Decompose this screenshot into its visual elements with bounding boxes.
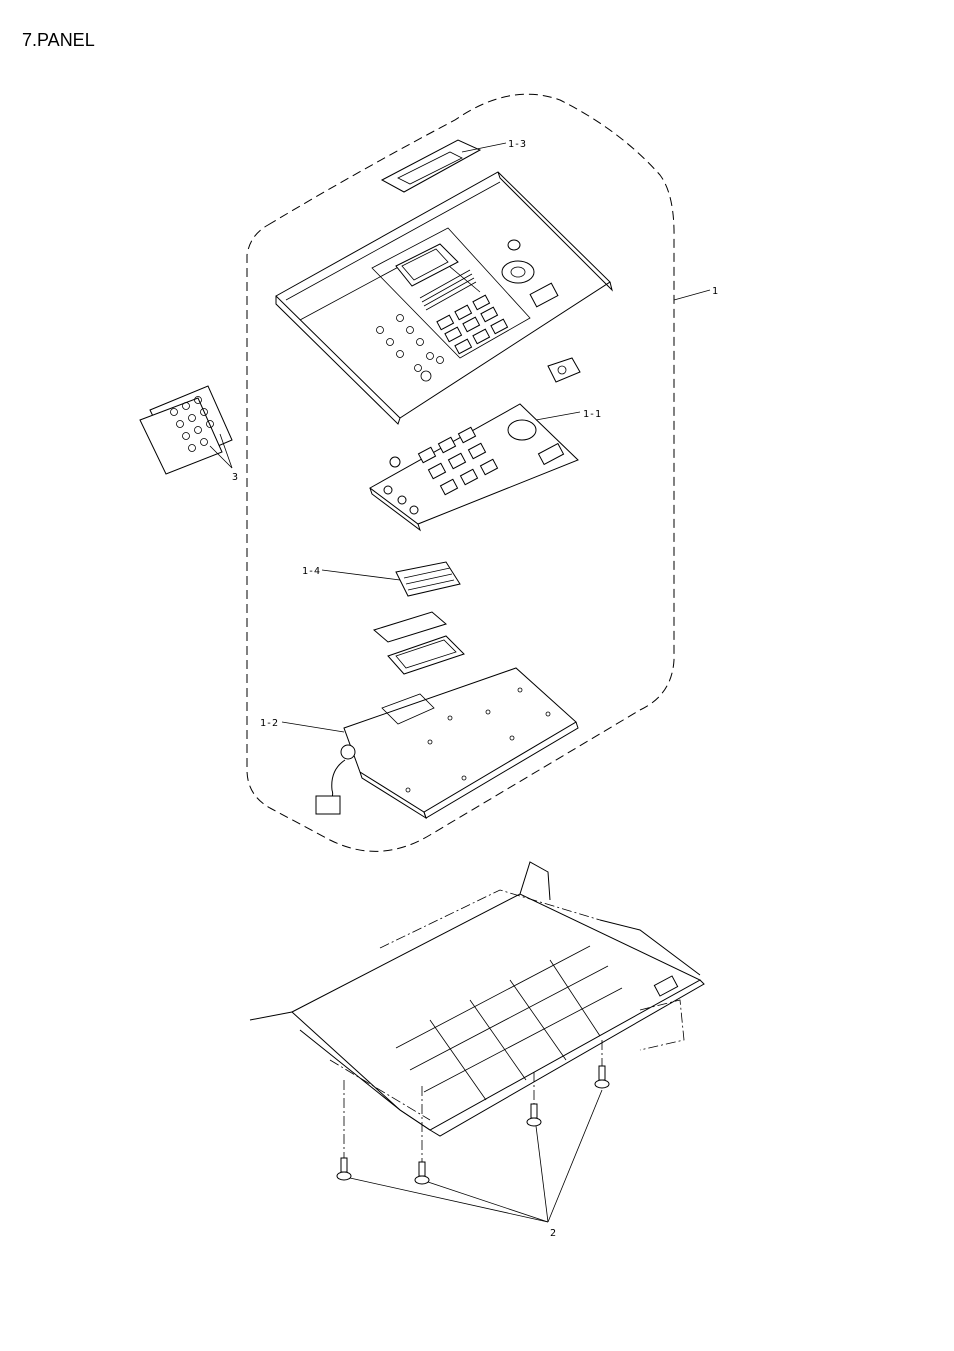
callout-1-2: 1-2 (260, 718, 278, 729)
callout-2: 2 (550, 1228, 556, 1239)
part-1-4-lcd (396, 562, 460, 596)
callout-1-1: 1-1 (583, 409, 601, 420)
screw (595, 1066, 609, 1088)
callout-1-3: 1-3 (508, 139, 526, 150)
part-1-2-pcb (316, 668, 578, 818)
screw (415, 1162, 429, 1184)
callout-1-4: 1-4 (302, 566, 320, 577)
callout-1: 1 (712, 286, 718, 297)
pcb-cable (330, 760, 345, 800)
part-3-labels (140, 386, 232, 474)
part-1-1-key-sheet (370, 404, 578, 530)
callout-3: 3 (232, 472, 238, 483)
panel-base-chassis (250, 862, 704, 1136)
part-1-panel-cover (276, 172, 612, 424)
screw (527, 1104, 541, 1126)
part-1-3-window (382, 140, 480, 192)
screw (337, 1158, 351, 1180)
lcd-holder (374, 612, 464, 674)
pcb-connector (316, 796, 340, 814)
small-key-part (548, 358, 580, 382)
